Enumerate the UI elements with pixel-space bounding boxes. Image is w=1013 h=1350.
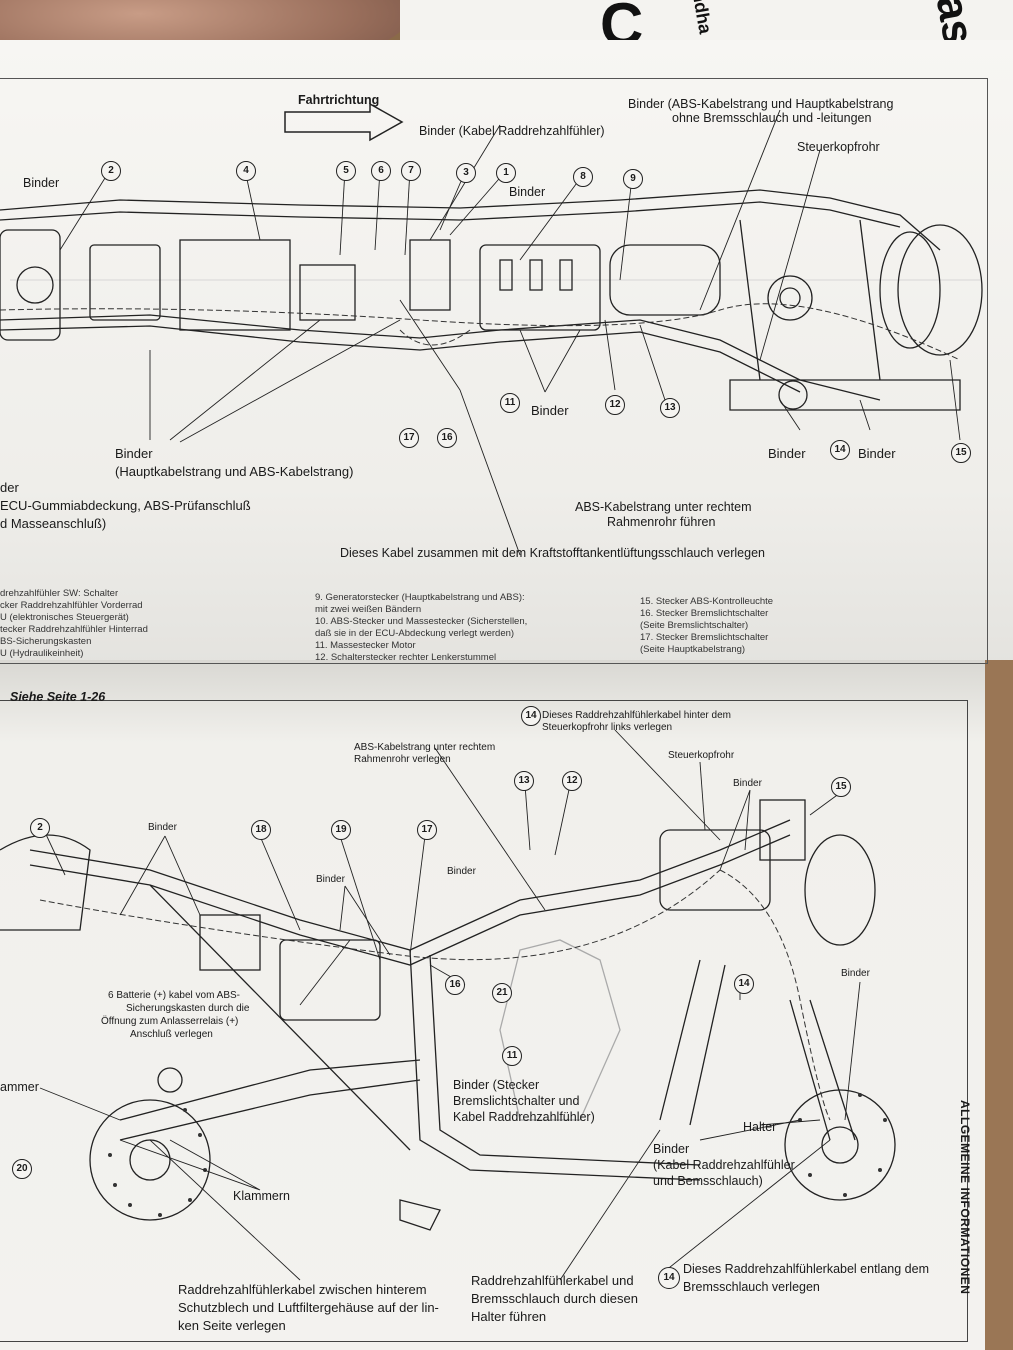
side-section-title: ALLGEMEINE INFORMATIONEN bbox=[958, 1100, 972, 1295]
binder-bottom-right: Binder bbox=[841, 968, 870, 979]
callout-7: 7 bbox=[401, 161, 421, 181]
binder-abs-label-2: ohne Bremsschlauch und -leitungen bbox=[672, 111, 872, 125]
binder-left-label: Binder bbox=[23, 176, 60, 190]
binder-abs-label-1: Binder (ABS-Kabelstrang und Hauptkabelst… bbox=[628, 97, 894, 111]
top-diagram-frame bbox=[0, 78, 988, 664]
callout-2: 2 bbox=[101, 161, 121, 181]
callout-15-bottom: 15 bbox=[831, 777, 851, 797]
binder-kabel-1: Binder bbox=[653, 1142, 690, 1156]
callout-12-bottom: 12 bbox=[562, 771, 582, 791]
callout-17-bottom: 17 bbox=[417, 820, 437, 840]
callout-17: 17 bbox=[399, 428, 419, 448]
binder-top-right: Binder bbox=[733, 778, 762, 789]
binder-below-label: Binder bbox=[531, 403, 569, 418]
binder-sensor-label: Binder (Kabel Raddrehzahlfühler) bbox=[419, 124, 605, 138]
callout-5: 5 bbox=[336, 161, 356, 181]
callout-12: 12 bbox=[605, 395, 625, 415]
callout-1: 1 bbox=[496, 163, 516, 183]
see-page-label: Siehe Seite 1-26 bbox=[10, 690, 106, 704]
top-wiring-diagram bbox=[0, 102, 983, 556]
binder-mid-label: Binder bbox=[509, 185, 546, 199]
cable-note-label: Dieses Kabel zusammen mit dem Kraftstoff… bbox=[340, 546, 765, 560]
note-mid-3: Halter führen bbox=[471, 1309, 547, 1324]
callout-2-bottom: 2 bbox=[30, 818, 50, 838]
abs-route-bottom-2: Rahmenrohr verlegen bbox=[354, 754, 451, 765]
callout-21: 21 bbox=[492, 983, 512, 1003]
note-left-3: ken Seite verlegen bbox=[178, 1318, 286, 1333]
callout-20: 20 bbox=[12, 1159, 32, 1179]
callout-16: 16 bbox=[437, 428, 457, 448]
table-surface bbox=[985, 660, 1013, 1350]
binder-kabel-2: (Kabel Raddrehzahlfühler bbox=[653, 1158, 795, 1172]
binder-kabel-3: und Bemsschlauch) bbox=[653, 1174, 763, 1188]
callout-18: 18 bbox=[251, 820, 271, 840]
steuerkopfrohr-label: Steuerkopfrohr bbox=[797, 140, 880, 154]
callout-14-bottom-mid: 14 bbox=[734, 974, 754, 994]
battery-note-4: Anschluß verlegen bbox=[130, 1029, 213, 1040]
left-cut-label-3: d Masseanschluß) bbox=[0, 516, 107, 531]
note14-bottom-2: Bremsschlauch verlegen bbox=[683, 1280, 820, 1294]
callout-14: 14 bbox=[830, 440, 850, 460]
binder-main-label-1: Binder bbox=[115, 446, 153, 461]
callout-15: 15 bbox=[951, 443, 971, 463]
binder-bottom-center: Binder bbox=[447, 866, 476, 877]
battery-note-3: Öffnung zum Anlasserrelais (+) bbox=[101, 1016, 239, 1027]
battery-note-2: Sicherungskasten durch die bbox=[126, 1003, 250, 1014]
note-left-1: Raddrehzahlfühlerkabel zwischen hinterem bbox=[178, 1282, 427, 1297]
battery-note-1: 6 Batterie (+) kabel vom ABS- bbox=[108, 990, 241, 1001]
binder-stecker-2: Bremslichtschalter und bbox=[453, 1094, 580, 1108]
binder-stecker-3: Kabel Raddrehzahlfühler) bbox=[453, 1110, 595, 1124]
callout-19: 19 bbox=[331, 820, 351, 840]
binder-stecker-1: Binder (Stecker bbox=[453, 1078, 540, 1092]
binder-bottom-left: Binder bbox=[148, 822, 177, 833]
callout-11: 11 bbox=[500, 393, 520, 413]
callout-3: 3 bbox=[456, 163, 476, 183]
callout-9: 9 bbox=[623, 169, 643, 189]
abs-route-label-2: Rahmenrohr führen bbox=[607, 515, 716, 529]
callout-16-bottom: 16 bbox=[445, 975, 465, 995]
callout-14-top-note: 14 bbox=[521, 706, 541, 726]
binder-right-2-label: Binder bbox=[858, 446, 896, 461]
klammer-left-label: ammer bbox=[0, 1080, 39, 1094]
callout-6: 6 bbox=[371, 161, 391, 181]
left-cut-label-1: der bbox=[0, 480, 19, 495]
left-cut-label-2: ECU-Gummiabdeckung, ABS-Prüfanschluß bbox=[0, 498, 251, 513]
binder-right-1-label: Binder bbox=[768, 446, 806, 461]
manual-page-top bbox=[0, 40, 1013, 680]
manual-page-bottom bbox=[0, 660, 985, 1350]
callout-13-bottom: 13 bbox=[514, 771, 534, 791]
abs-route-bottom-1: ABS-Kabelstrang unter rechtem bbox=[354, 742, 496, 753]
note14-bottom-1: Dieses Raddrehzahlfühlerkabel entlang de… bbox=[683, 1262, 929, 1276]
steuerkopfrohr-bottom: Steuerkopfrohr bbox=[668, 750, 735, 761]
direction-label: Fahrtrichtung bbox=[298, 93, 380, 107]
bottom-wiring-diagram bbox=[0, 729, 896, 1281]
klammern-label: Klammern bbox=[233, 1189, 290, 1203]
note-mid-1: Raddrehzahlfühlerkabel und bbox=[471, 1273, 634, 1288]
note-mid-2: Bremsschlauch durch diesen bbox=[471, 1291, 638, 1306]
note14-top-1: Dieses Raddrehzahlfühlerkabel hinter dem bbox=[542, 710, 731, 721]
binder-bottom-mid: Binder bbox=[316, 874, 345, 885]
callout-11-bottom: 11 bbox=[502, 1046, 522, 1066]
bottom-diagram-frame bbox=[0, 700, 968, 1342]
binder-main-label-2: (Hauptkabelstrang und ABS-Kabelstrang) bbox=[115, 464, 354, 479]
callout-14-bottom-note: 14 bbox=[658, 1267, 680, 1289]
callout-4: 4 bbox=[236, 161, 256, 181]
halter-label: Halter bbox=[743, 1120, 777, 1134]
note14-top-2: Steuerkopfrohr links verlegen bbox=[542, 722, 673, 733]
callout-8: 8 bbox=[573, 167, 593, 187]
abs-route-label-1: ABS-Kabelstrang unter rechtem bbox=[575, 500, 752, 514]
callout-13: 13 bbox=[660, 398, 680, 418]
note-left-2: Schutzblech und Luftfiltergehäuse auf de… bbox=[178, 1300, 439, 1315]
